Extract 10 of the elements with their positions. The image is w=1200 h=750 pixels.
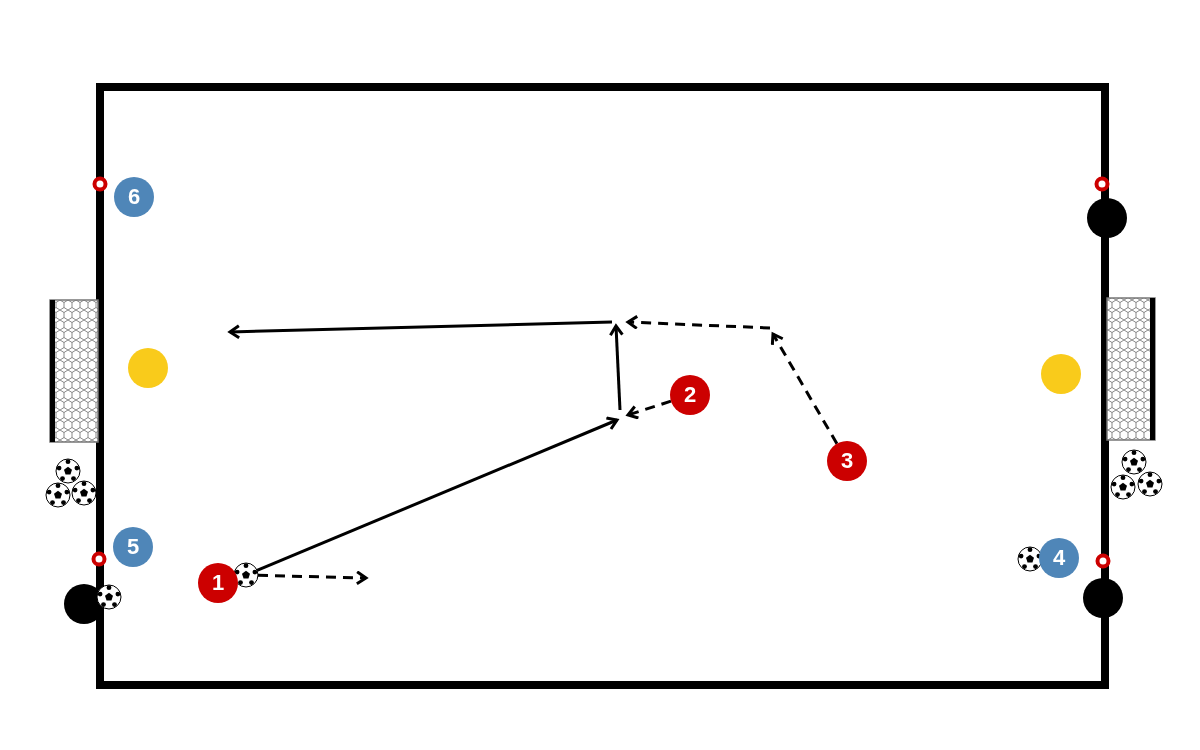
player-marker: 3 — [827, 441, 867, 481]
arrow — [257, 570, 368, 586]
player-marker: 2 — [670, 375, 710, 415]
player-marker: 1 — [198, 563, 238, 603]
player-marker: 5 — [113, 527, 153, 567]
player-marker: 4 — [1039, 538, 1079, 578]
arrow — [770, 332, 839, 445]
player-marker: 6 — [114, 177, 154, 217]
arrow — [626, 399, 672, 420]
arrow — [256, 416, 619, 572]
